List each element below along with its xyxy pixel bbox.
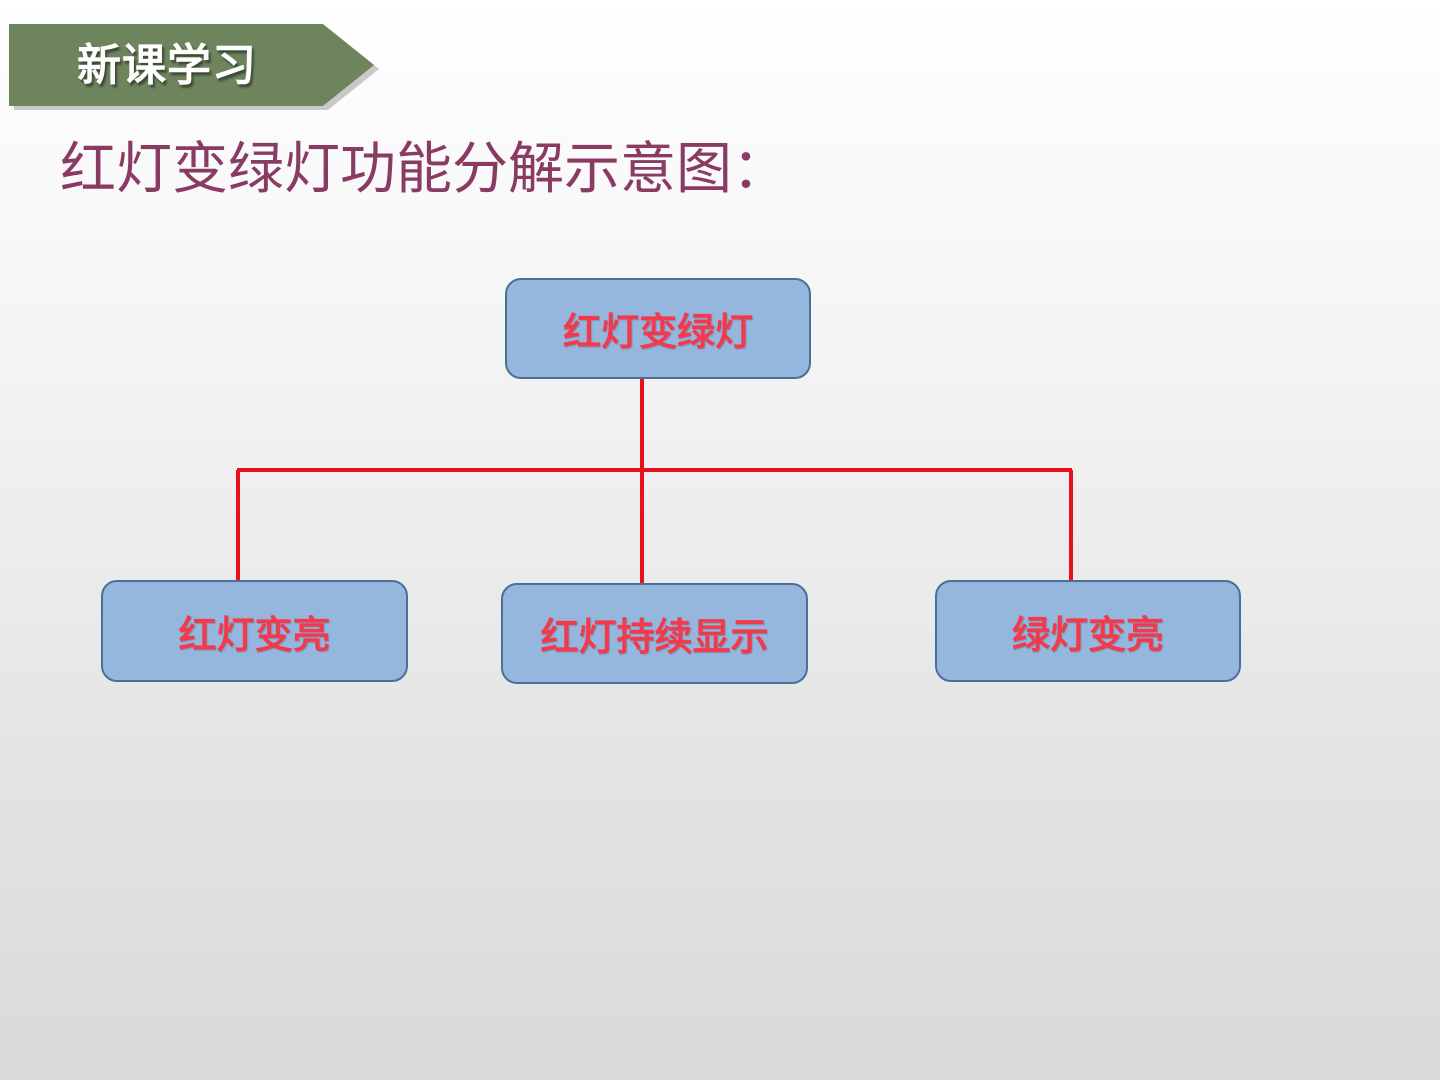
node-child-red-light-hold: 红灯持续显示 [501,583,808,684]
node-child-green-light-on: 绿灯变亮 [935,580,1241,682]
node-child-label: 绿灯变亮 [1011,612,1164,657]
section-banner [9,24,374,106]
page-title: 红灯变绿灯功能分解示意图： [60,137,788,202]
node-child-red-light-on: 红灯变亮 [101,580,408,682]
section-banner-label: 新课学习 [77,40,257,91]
node-root: 红灯变绿灯 [505,278,811,379]
node-child-label: 红灯变亮 [178,612,331,657]
node-child-label: 红灯持续显示 [540,615,769,659]
node-root-label: 红灯变绿灯 [562,310,753,354]
